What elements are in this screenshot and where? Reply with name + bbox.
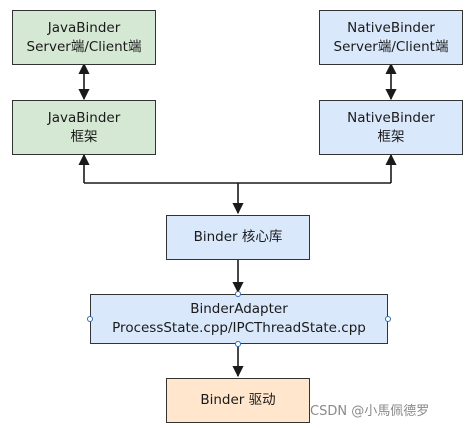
native-framework-subtitle: 框架 xyxy=(377,128,405,145)
java-framework-subtitle: 框架 xyxy=(70,128,98,145)
binder-driver-box: Binder 驱动 xyxy=(166,378,310,423)
adapter-bottom-anchor xyxy=(235,341,241,347)
native-framework-title: NativeBinder xyxy=(347,109,435,126)
native-client-subtitle: Server端/Client端 xyxy=(333,38,449,55)
binder-adapter-box: BinderAdapter ProcessState.cpp/IPCThread… xyxy=(90,294,388,344)
binder-core-label: Binder 核心库 xyxy=(193,229,283,245)
java-framework-title: JavaBinder xyxy=(47,109,121,126)
binder-core-box: Binder 核心库 xyxy=(166,215,310,260)
java-framework-box: JavaBinder 框架 xyxy=(12,100,156,155)
adapter-left-anchor xyxy=(87,316,93,322)
native-framework-box: NativeBinder 框架 xyxy=(319,100,463,155)
adapter-top-anchor xyxy=(235,291,241,297)
java-client-title: JavaBinder xyxy=(47,19,121,36)
adapter-right-anchor xyxy=(385,316,391,322)
csdn-watermark: CSDN @小馬佩德罗 xyxy=(310,404,430,419)
binder-adapter-title: BinderAdapter xyxy=(190,301,288,317)
binder-adapter-files: ProcessState.cpp/IPCThreadState.cpp xyxy=(112,320,366,336)
native-client-title: NativeBinder xyxy=(347,19,435,36)
binder-driver-label: Binder 驱动 xyxy=(200,392,276,408)
java-client-box: JavaBinder Server端/Client端 xyxy=(12,10,156,65)
java-client-subtitle: Server端/Client端 xyxy=(26,38,142,55)
native-client-box: NativeBinder Server端/Client端 xyxy=(319,10,463,65)
